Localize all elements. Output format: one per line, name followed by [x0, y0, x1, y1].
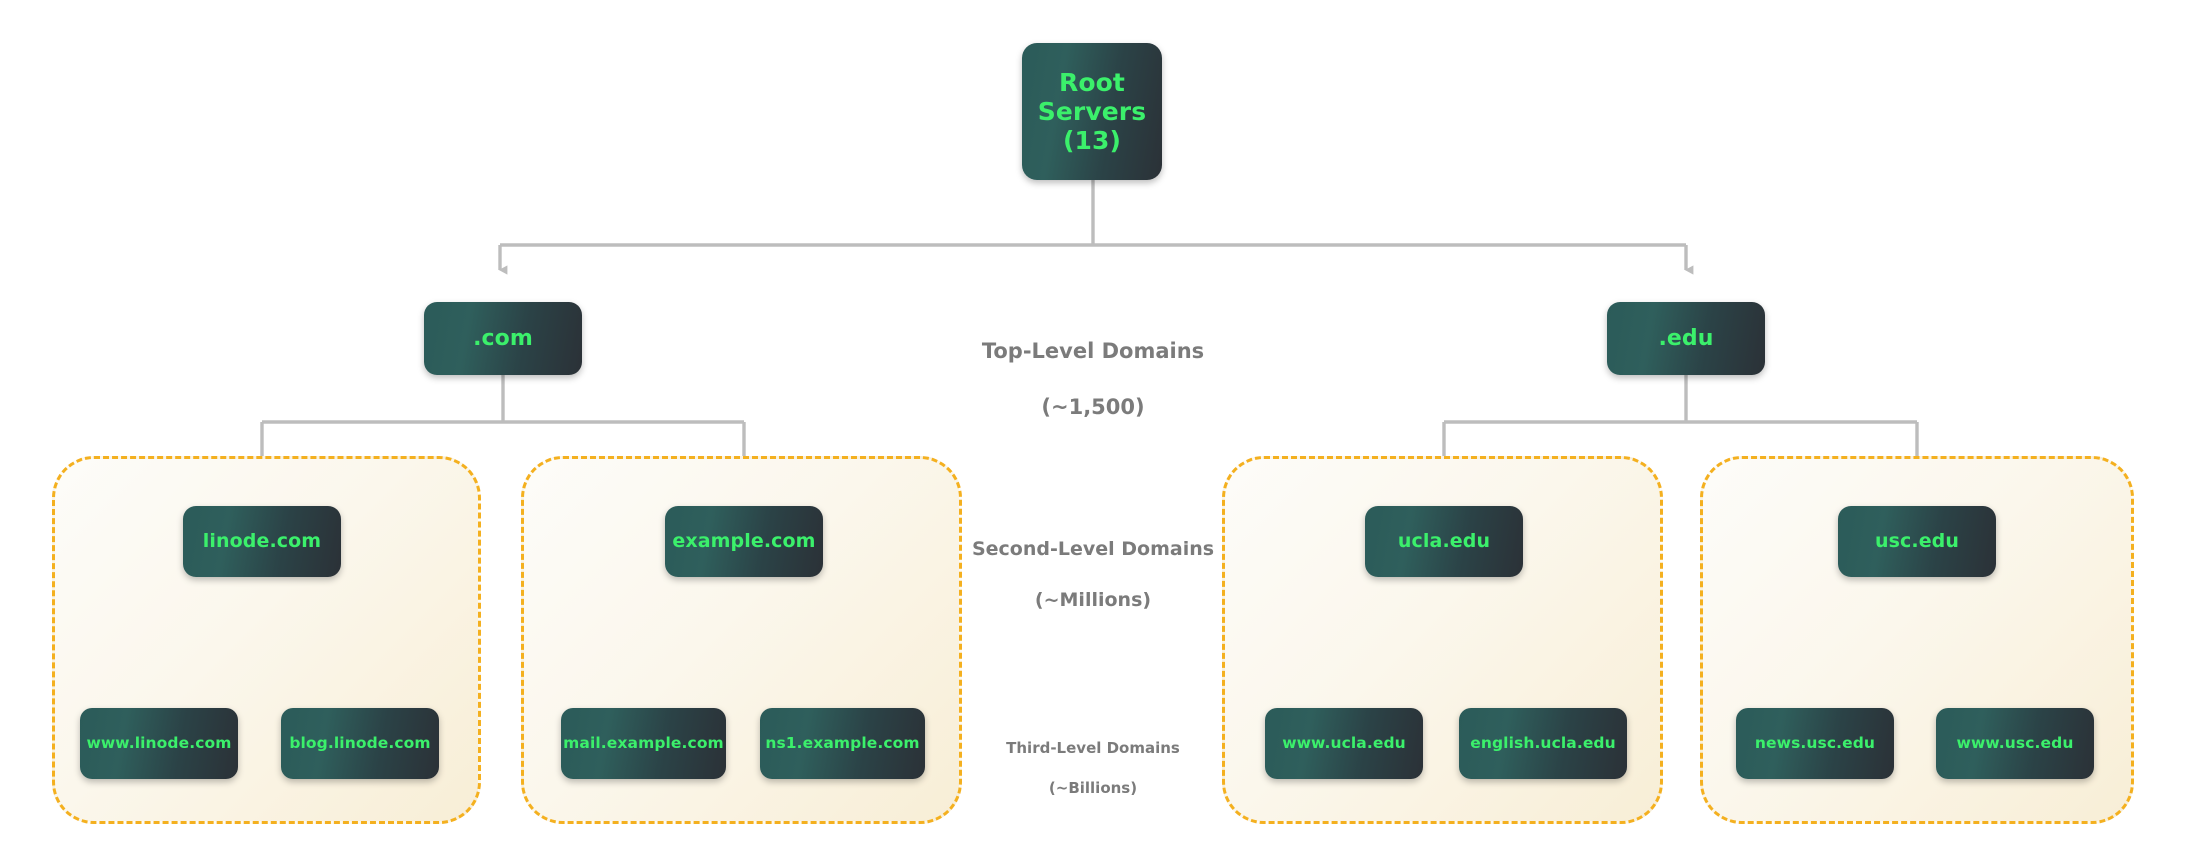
- node-label: blog.linode.com: [289, 733, 431, 752]
- node-label: english.ucla.edu: [1470, 733, 1616, 752]
- tier-label-line1: Second-Level Domains: [971, 538, 1215, 561]
- node-third-www-usc-edu[interactable]: www.usc.edu: [1936, 708, 2094, 779]
- node-label: mail.example.com: [563, 733, 724, 752]
- node-label: example.com: [672, 530, 816, 553]
- node-label: www.usc.edu: [1956, 733, 2074, 752]
- node-sld-linode-com[interactable]: linode.com: [183, 506, 341, 577]
- node-label: usc.edu: [1874, 530, 1960, 553]
- node-third-www-linode-com[interactable]: www.linode.com: [80, 708, 238, 779]
- node-tld-com[interactable]: .com: [424, 302, 582, 375]
- tier-label-top-level: Top-Level Domains (~1,500): [893, 309, 1293, 450]
- root-label-line2: Servers: [1037, 96, 1147, 126]
- node-label: .edu: [1658, 325, 1714, 351]
- node-third-www-ucla-edu[interactable]: www.ucla.edu: [1265, 708, 1423, 779]
- tier-label-line1: Top-Level Domains: [981, 339, 1205, 364]
- root-label-line1: Root: [1059, 67, 1125, 97]
- node-label: ucla.edu: [1397, 530, 1491, 553]
- node-label: .com: [473, 325, 533, 351]
- node-third-blog-linode-com[interactable]: blog.linode.com: [281, 708, 439, 779]
- node-third-ns1-example-com[interactable]: ns1.example.com: [760, 708, 925, 779]
- tier-label-line2: (~1,500): [1041, 395, 1145, 420]
- node-third-news-usc-edu[interactable]: news.usc.edu: [1736, 708, 1894, 779]
- tier-label-line2: (~Millions): [1034, 589, 1152, 612]
- node-label: www.linode.com: [86, 733, 232, 752]
- node-sld-ucla-edu[interactable]: ucla.edu: [1365, 506, 1523, 577]
- node-label: ns1.example.com: [765, 733, 920, 752]
- node-sld-usc-edu[interactable]: usc.edu: [1838, 506, 1996, 577]
- node-sld-example-com[interactable]: example.com: [665, 506, 823, 577]
- node-root-servers[interactable]: Root Servers (13): [1022, 43, 1162, 180]
- node-label: linode.com: [202, 530, 322, 553]
- node-label: news.usc.edu: [1754, 733, 1876, 752]
- tier-label-second-level: Second-Level Domains (~Millions): [893, 512, 1293, 639]
- tier-label-third-level: Third-Level Domains (~Billions): [893, 718, 1293, 818]
- tier-label-line1: Third-Level Domains: [1006, 739, 1180, 758]
- root-label-line3: (13): [1062, 126, 1122, 156]
- node-tld-edu[interactable]: .edu: [1607, 302, 1765, 375]
- node-third-mail-example-com[interactable]: mail.example.com: [561, 708, 726, 779]
- node-third-english-ucla-edu[interactable]: english.ucla.edu: [1459, 708, 1627, 779]
- tier-label-line2: (~Billions): [1048, 779, 1138, 798]
- node-label: www.ucla.edu: [1282, 733, 1406, 752]
